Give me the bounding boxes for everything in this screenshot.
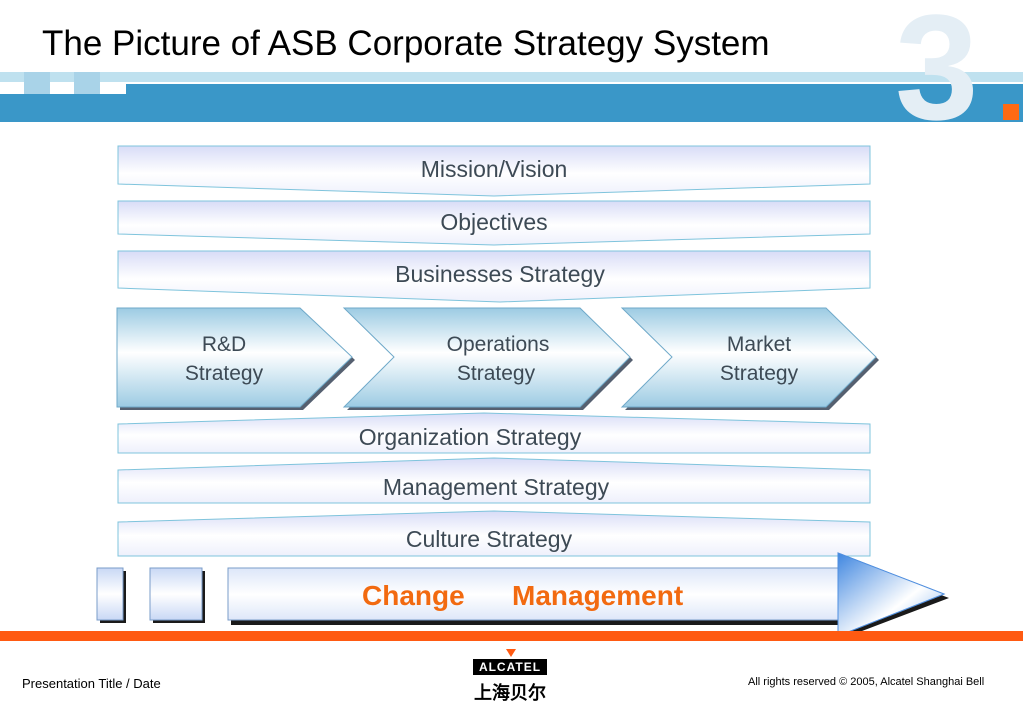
shanghai-bell-logo: 上海贝尔 [474, 683, 546, 704]
slide-number: 3 [895, 0, 979, 151]
chevron-label-line1: Operations [447, 333, 550, 356]
arrow-head [837, 552, 946, 637]
change-word: Change [362, 580, 465, 611]
footer-accent-line [0, 631, 1023, 641]
layer-label: Businesses Strategy [395, 261, 605, 287]
page-title: The Picture of ASB Corporate Strategy Sy… [42, 24, 770, 63]
layer-label: Mission/Vision [421, 156, 568, 182]
management-word: Management [512, 580, 683, 611]
layer-mission-vision: Mission/Vision [117, 145, 871, 197]
chevron-label-line2: Strategy [720, 362, 799, 385]
layer-label: Management Strategy [383, 474, 610, 500]
layer-organization-strategy: Organization Strategy [117, 412, 871, 454]
chevron-label-line1: R&D [202, 333, 246, 356]
layer-objectives: Objectives [117, 200, 871, 246]
layer-label: Culture Strategy [406, 526, 573, 552]
chevron-market-strategy: Market Strategy [620, 307, 877, 408]
layer-label: Objectives [440, 209, 547, 235]
chevron-label-line2: Strategy [185, 362, 264, 385]
layer-label: Organization Strategy [359, 424, 582, 450]
arrow-tail-block [96, 567, 124, 621]
logo-triangle-icon [506, 649, 516, 657]
layer-management-strategy: Management Strategy [117, 457, 871, 504]
change-management-arrow: Change Management [96, 552, 949, 639]
chevron-operations-strategy: Operations Strategy [342, 307, 631, 408]
footer-copyright: All rights reserved © 2005, Alcatel Shan… [748, 676, 985, 688]
chevron-rd-strategy: R&D Strategy [116, 307, 353, 408]
chevron-label-line1: Market [727, 333, 791, 356]
slide-number-dot [1003, 104, 1019, 120]
header-band-dark [0, 84, 1023, 122]
arrow-tail-block [149, 567, 203, 621]
band-square [74, 84, 100, 94]
band-square [24, 84, 50, 94]
chevron-label-line2: Strategy [457, 362, 536, 385]
band-gap [0, 84, 126, 94]
layer-culture-strategy: Culture Strategy [117, 510, 871, 557]
layer-businesses-strategy: Businesses Strategy [117, 250, 871, 303]
footer-presentation-title: Presentation Title / Date [22, 676, 161, 691]
alcatel-logo: ALCATEL [473, 659, 547, 675]
header-band-light [0, 72, 1023, 82]
